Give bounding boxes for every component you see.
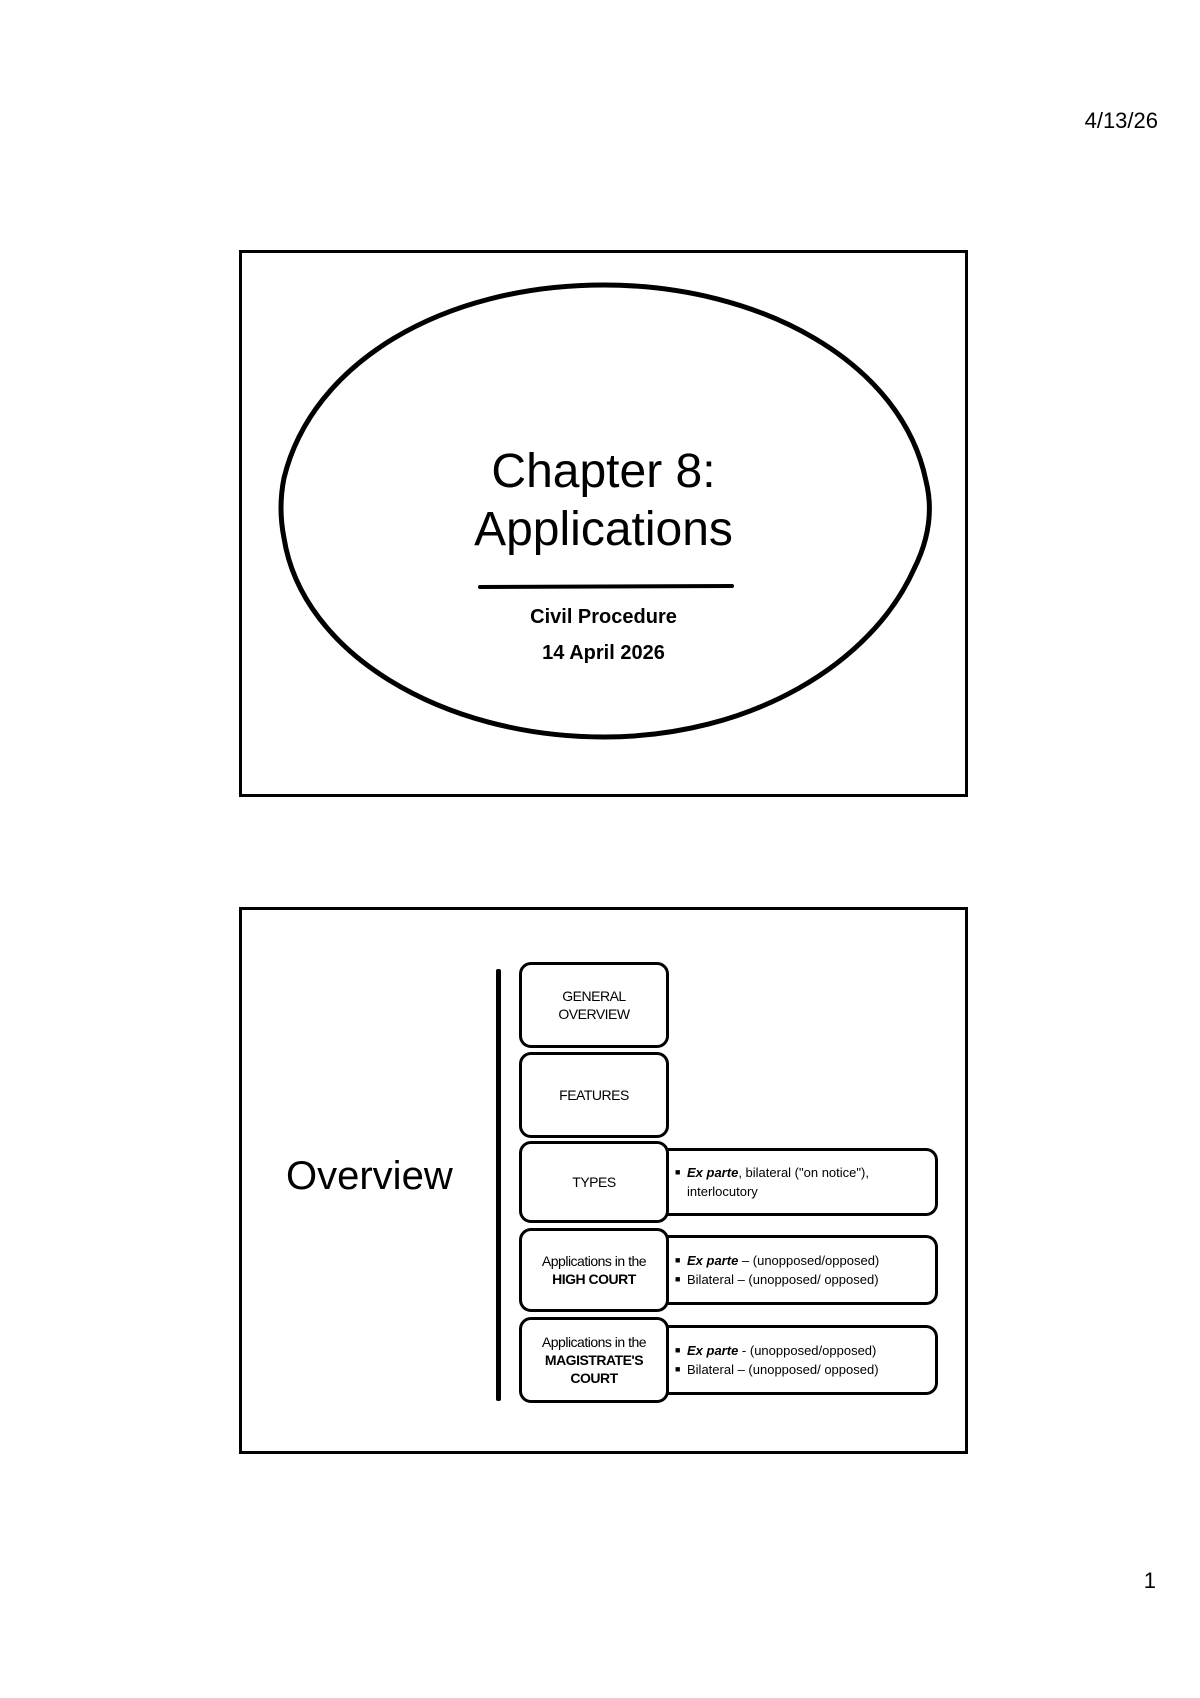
detail-types: ■ Ex parte, bilateral ("on notice"), int…	[667, 1148, 938, 1216]
bullet-icon: ■	[675, 1167, 681, 1177]
title-slide: Chapter 8: Applications Civil Procedure …	[239, 250, 968, 797]
title-line-2: Applications	[474, 503, 733, 556]
bullet-text: – (unopposed/opposed)	[738, 1253, 880, 1268]
oval-frame	[278, 282, 932, 740]
box-label: COURT	[570, 1370, 618, 1386]
bullet-text: - (unopposed/opposed)	[738, 1343, 877, 1358]
overview-title: Overview	[286, 1154, 453, 1198]
detail-high-court: ■ Ex parte – (unopposed/opposed) ■ Bilat…	[667, 1235, 938, 1305]
bullet-emphasis: Ex parte	[687, 1343, 739, 1358]
bullet-item: ■ Ex parte, bilateral ("on notice"), int…	[675, 1163, 935, 1201]
box-label: Applications in the	[541, 1253, 647, 1269]
title-line-1: Chapter 8:	[491, 445, 716, 498]
title-underline	[478, 584, 734, 589]
bullet-emphasis: Ex parte	[687, 1253, 739, 1268]
box-general-overview: GENERAL OVERVIEW	[519, 962, 669, 1048]
box-label: HIGH COURT	[552, 1271, 636, 1287]
bullet-item: ■ Bilateral – (unopposed/ opposed)	[675, 1360, 935, 1379]
box-label: GENERAL	[562, 988, 626, 1004]
slide-subtitle: Civil Procedure 14 April 2026	[242, 599, 965, 671]
bullet-emphasis: Ex parte	[687, 1165, 739, 1180]
box-label: MAGISTRATE'S	[544, 1352, 644, 1368]
box-label: Applications in the	[541, 1334, 647, 1350]
box-label: FEATURES	[559, 1087, 629, 1103]
box-label: TYPES	[572, 1174, 616, 1190]
page-date: 4/13/26	[1084, 108, 1158, 133]
bullet-item: ■ Bilateral – (unopposed/ opposed)	[675, 1270, 935, 1289]
detail-magistrates-court: ■ Ex parte - (unopposed/opposed) ■ Bilat…	[667, 1325, 938, 1395]
box-features: FEATURES	[519, 1052, 669, 1138]
box-label: OVERVIEW	[558, 1006, 630, 1022]
box-high-court: Applications in the HIGH COURT	[519, 1228, 669, 1312]
bullet-item: ■ Ex parte – (unopposed/opposed)	[675, 1251, 935, 1270]
bullet-icon: ■	[675, 1255, 681, 1265]
bullet-icon: ■	[675, 1345, 681, 1355]
box-types: TYPES	[519, 1141, 669, 1223]
bullet-text: Bilateral – (unopposed/ opposed)	[687, 1272, 879, 1287]
box-magistrates-court: Applications in the MAGISTRATE'S COURT	[519, 1317, 669, 1403]
bullet-text: Bilateral – (unopposed/ opposed)	[687, 1362, 879, 1377]
slide-title: Chapter 8: Applications	[242, 443, 965, 559]
page-number: 1	[1143, 1568, 1156, 1593]
subtitle-course: Civil Procedure	[530, 606, 677, 628]
vertical-bar	[496, 969, 501, 1401]
bullet-item: ■ Ex parte - (unopposed/opposed)	[675, 1341, 935, 1360]
overview-slide: Overview GENERAL OVERVIEW FEATURES ■ Ex …	[239, 907, 968, 1454]
subtitle-date: 14 April 2026	[542, 642, 665, 664]
bullet-icon: ■	[675, 1364, 681, 1374]
bullet-icon: ■	[675, 1274, 681, 1284]
bullet-text: , bilateral ("on notice"), interlocutory	[687, 1165, 869, 1199]
